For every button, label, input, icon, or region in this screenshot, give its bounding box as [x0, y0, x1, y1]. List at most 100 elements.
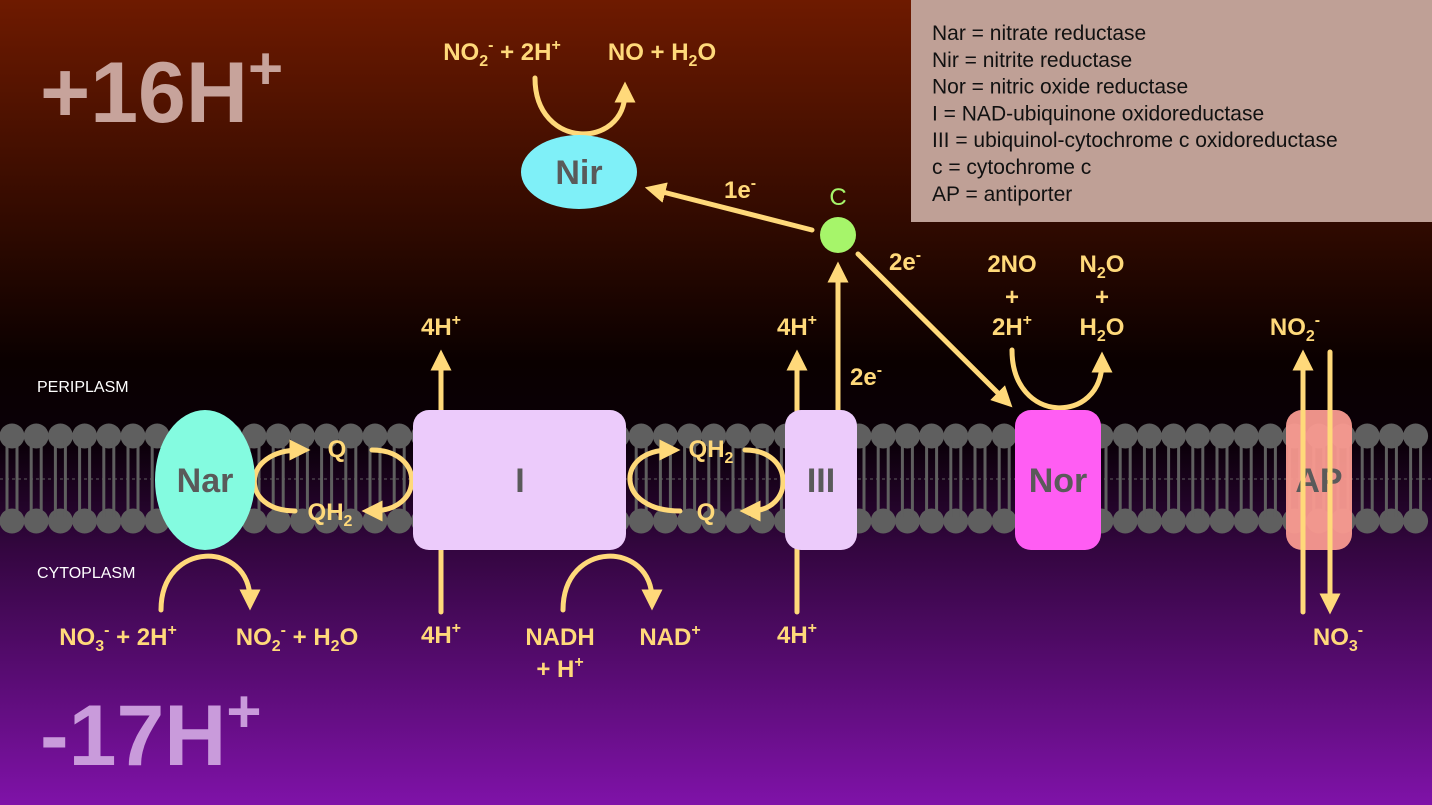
lipid-head — [1354, 423, 1380, 449]
lipid-head — [991, 508, 1017, 534]
lipid-head — [1354, 508, 1380, 534]
iii-q-cycle-arrow-down — [739, 447, 786, 522]
label-i-in: 4H+​ — [421, 620, 461, 649]
lipid-head — [1257, 508, 1283, 534]
lipid-head — [991, 423, 1017, 449]
label-nar-q: Q — [328, 436, 347, 463]
lipid-head — [362, 423, 388, 449]
lipid-head — [96, 508, 122, 534]
lipid-head — [23, 508, 49, 534]
label-i-out: 4H+​ — [421, 312, 461, 341]
legend-item: I = NAD-ubiquinone oxidoreductase — [932, 102, 1264, 125]
lipid-head — [628, 508, 654, 534]
nir-protein — [521, 135, 637, 209]
cytoplasm-label: CYTOPLASM — [37, 565, 135, 582]
label-ap-out: NO2​-​ — [1270, 312, 1320, 345]
label-iii-out: 4H+​ — [777, 312, 817, 341]
lipid-head — [1403, 508, 1429, 534]
lipid-head — [72, 423, 98, 449]
complex-i-protein — [413, 410, 626, 550]
label-nor-prod-3: H2​O — [1080, 314, 1125, 345]
label-nir-substrate: NO2​-​ + 2H+​ — [443, 37, 561, 70]
lipid-head — [1209, 423, 1235, 449]
lipid-head — [1378, 423, 1404, 449]
label-nar-qh2: QH2​ — [308, 499, 353, 530]
nar-q-cycle-arrow-down — [361, 447, 415, 522]
lipid-head — [1112, 508, 1138, 534]
antiporter-arrows — [1292, 349, 1341, 615]
lipid-head — [919, 423, 945, 449]
lipid-head — [386, 423, 412, 449]
label-nor-prod-1: N2​O — [1080, 251, 1125, 282]
lipid-head — [120, 508, 146, 534]
lipid-head — [725, 423, 751, 449]
complex-iii-label: III — [807, 462, 835, 500]
lipid-head — [967, 508, 993, 534]
lipid-head — [265, 423, 291, 449]
lipid-head — [943, 423, 969, 449]
lipid-head — [120, 423, 146, 449]
nir-reaction-arrow — [532, 75, 636, 137]
lipid-head — [1233, 508, 1259, 534]
legend-item: Nar = nitrate reductase — [932, 22, 1146, 45]
nar-protein — [155, 410, 255, 550]
lipid-head — [1233, 423, 1259, 449]
lipid-head — [0, 508, 25, 534]
nor-label: Nor — [1029, 462, 1088, 500]
lipid-head — [386, 508, 412, 534]
legend-item: AP = antiporter — [932, 183, 1072, 206]
electron-arrow-to-nor — [855, 251, 1013, 408]
electron-arrow-to-nir — [644, 182, 815, 233]
lipid-head — [47, 423, 73, 449]
lipid-head — [1136, 423, 1162, 449]
label-iii-q: Q — [697, 499, 716, 526]
lipid-head — [919, 508, 945, 534]
lipid-head — [289, 423, 315, 449]
lipid-head — [870, 423, 896, 449]
label-e-to-nir: 1e-​ — [724, 175, 756, 204]
lipid-head — [47, 508, 73, 534]
label-nor-sub-2: + — [1005, 284, 1019, 311]
lipid-head — [967, 423, 993, 449]
nadh-reaction-arrow — [560, 553, 663, 613]
lipid-head — [1209, 508, 1235, 534]
lipid-head — [96, 423, 122, 449]
proton-loss-label: -17H+​ — [40, 678, 262, 784]
iii-q-cycle-arrow-up — [627, 439, 683, 514]
lipid-head — [870, 508, 896, 534]
label-nadh-1: NADH — [525, 624, 594, 651]
lipid-head — [1185, 423, 1211, 449]
reaction-labels: NO2​-​ + 2H+​NO + H2​O1e-​2e-​2e-​4H+​4H… — [59, 37, 1363, 683]
lipid-head — [1257, 423, 1283, 449]
lipid-head — [894, 508, 920, 534]
lipid-head — [725, 508, 751, 534]
label-nad: NAD+​ — [639, 622, 700, 651]
label-nir-product: NO + H2​O — [608, 39, 716, 70]
label-e-to-nor: 2e-​ — [889, 247, 921, 276]
legend-item: III = ubiquinol-cytochrome c oxidoreduct… — [932, 129, 1338, 152]
label-nadh-2: + H+​ — [536, 654, 583, 683]
lipid-head — [1403, 423, 1429, 449]
label-ap-in: NO3​-​ — [1313, 622, 1363, 655]
lipid-head — [1112, 423, 1138, 449]
lipid-head — [749, 423, 775, 449]
cytochrome-c-label: C — [829, 184, 846, 211]
proton-gain-label: +16H+​ — [40, 35, 283, 141]
label-nar-product: NO2​-​ + H2​O — [236, 622, 359, 655]
lipid-head — [1161, 508, 1187, 534]
legend-item: c = cytochrome c — [932, 156, 1091, 179]
nor-protein — [1015, 410, 1101, 550]
label-nar-substrate: NO3​-​ + 2H+​ — [59, 622, 177, 655]
label-nor-prod-2: + — [1095, 284, 1109, 311]
nar-reaction-arrow — [158, 553, 261, 613]
nir-label: Nir — [555, 154, 602, 192]
lipid-head — [1185, 508, 1211, 534]
lipid-head — [1161, 423, 1187, 449]
periplasm-label: PERIPLASM — [37, 379, 129, 396]
lipid-head — [72, 508, 98, 534]
nar-label: Nar — [177, 462, 234, 500]
nor-reaction-arrow — [1009, 347, 1113, 411]
